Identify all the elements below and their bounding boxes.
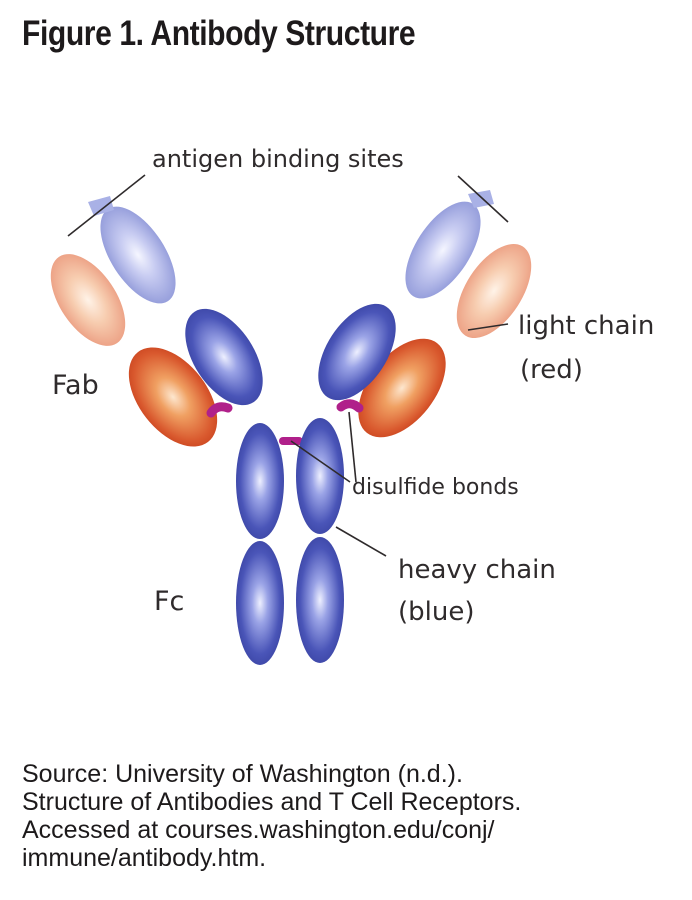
label-heavy-chain-color: (blue) [398,597,475,627]
label-disulfide-bonds: disulfide bonds [352,475,519,500]
leader-disulfide-right [348,411,357,483]
source-line-3: Accessed at courses.washington.edu/conj/ [22,816,495,844]
heavy-chain-variable-domain-right [405,201,481,299]
heavy-chain-ch3-domain-right [296,537,344,663]
heavy-chain-ch2-domain-right [296,418,344,534]
label-light-chain: light chain [518,311,654,341]
label-fab: Fab [52,370,99,401]
heavy-chain-ch1-domain-right [318,303,396,401]
leader-disulfide-hinge [290,440,351,483]
light-chain-constant-domain-left [128,347,218,447]
heavy-chain-ch2-domain-left [236,423,284,539]
leader-antigen-left [67,174,146,237]
leader-heavy-chain [335,526,387,557]
fab-arm-left [50,206,263,447]
fab-arm-right [318,201,532,438]
figure-title: Figure 1. Antibody Structure [22,14,416,53]
fc-region [236,418,344,665]
leader-lines [67,174,509,557]
source-line-2: Structure of Antibodies and T Cell Recep… [22,788,522,816]
antibody-diagram: antigen binding sites Fab Fc light chain… [50,145,654,665]
label-fc: Fc [154,586,184,617]
disulfide-bond-left-arm [206,402,233,418]
source-line-1: Source: University of Washington (n.d.). [22,760,463,788]
disulfide-bond-right-arm [336,399,364,413]
antigen-binding-tip-left [88,196,114,216]
label-heavy-chain: heavy chain [398,555,556,585]
source-line-4: immune/antibody.htm. [22,844,267,872]
heavy-chain-ch1-domain-left [185,308,263,406]
light-chain-variable-domain-right [456,244,532,338]
label-antigen-binding-sites: antigen binding sites [152,145,404,173]
light-chain-variable-domain-left [50,254,126,346]
leader-antigen-right [457,175,509,223]
heavy-chain-variable-domain-left [100,206,176,304]
heavy-chain-ch3-domain-left [236,541,284,665]
leader-light-chain [467,323,509,331]
label-light-chain-color: (red) [520,355,583,385]
source-citation: Source: University of Washington (n.d.).… [22,760,672,872]
